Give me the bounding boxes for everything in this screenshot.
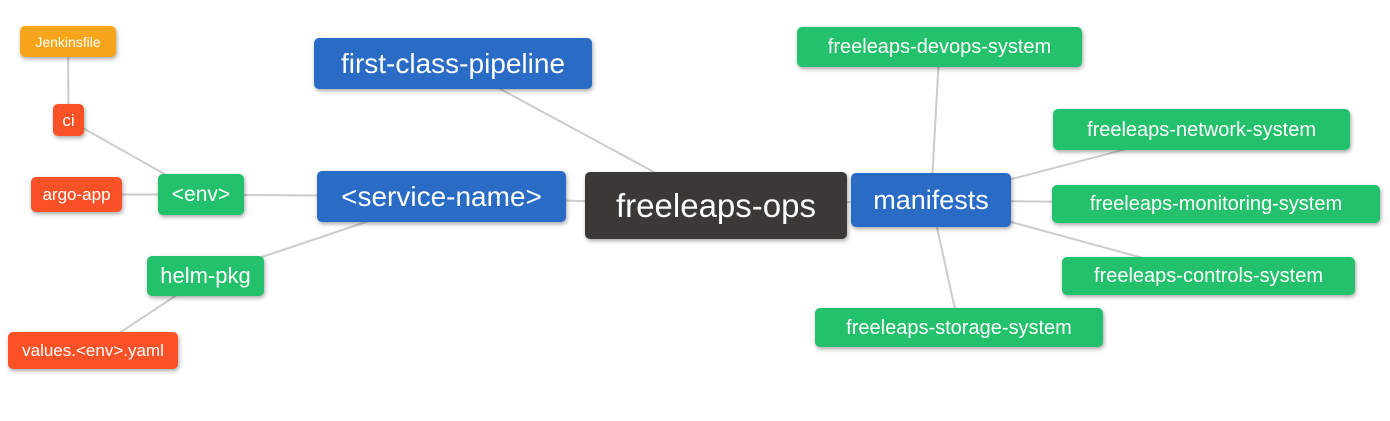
- node-manifests[interactable]: manifests: [851, 173, 1011, 227]
- node-label: freeleaps-storage-system: [846, 316, 1072, 339]
- node-values-env-yaml[interactable]: values.<env>.yaml: [8, 332, 178, 369]
- node-service-name[interactable]: <service-name>: [317, 171, 566, 222]
- node-freeleaps-storage-system[interactable]: freeleaps-storage-system: [815, 308, 1103, 347]
- node-label: <service-name>: [341, 180, 542, 212]
- node-label: ci: [62, 110, 75, 130]
- node-label: freeleaps-monitoring-system: [1089, 193, 1343, 215]
- node-label: freeleaps-ops: [616, 187, 816, 224]
- node-label: first-class-pipeline: [340, 47, 566, 79]
- node-ci[interactable]: ci: [53, 104, 84, 136]
- node-label: freeleaps-network-system: [1087, 118, 1316, 141]
- node-label: manifests: [873, 184, 989, 215]
- node-argo-app[interactable]: argo-app: [31, 177, 122, 212]
- node-label: argo-app: [42, 185, 111, 204]
- node-label: <env>: [171, 183, 231, 206]
- node-first-class-pipeline[interactable]: first-class-pipeline: [314, 38, 592, 89]
- node-freeleaps-network-system[interactable]: freeleaps-network-system: [1053, 109, 1350, 150]
- node-freeleaps-monitoring-system[interactable]: freeleaps-monitoring-system: [1052, 185, 1380, 223]
- node-freeleaps-ops[interactable]: freeleaps-ops: [585, 172, 847, 239]
- node-label: Jenkinsfile: [35, 33, 101, 50]
- node-label: freeleaps-controls-system: [1094, 265, 1323, 287]
- node-env[interactable]: <env>: [158, 174, 244, 215]
- node-freeleaps-controls-system[interactable]: freeleaps-controls-system: [1062, 257, 1355, 295]
- node-helm-pkg[interactable]: helm-pkg: [147, 256, 264, 296]
- node-label: freeleaps-devops-system: [827, 36, 1052, 58]
- node-label: values.<env>.yaml: [22, 341, 164, 360]
- node-label: helm-pkg: [160, 263, 251, 288]
- node-jenkinsfile[interactable]: Jenkinsfile: [20, 26, 116, 57]
- node-freeleaps-devops-system[interactable]: freeleaps-devops-system: [797, 27, 1082, 67]
